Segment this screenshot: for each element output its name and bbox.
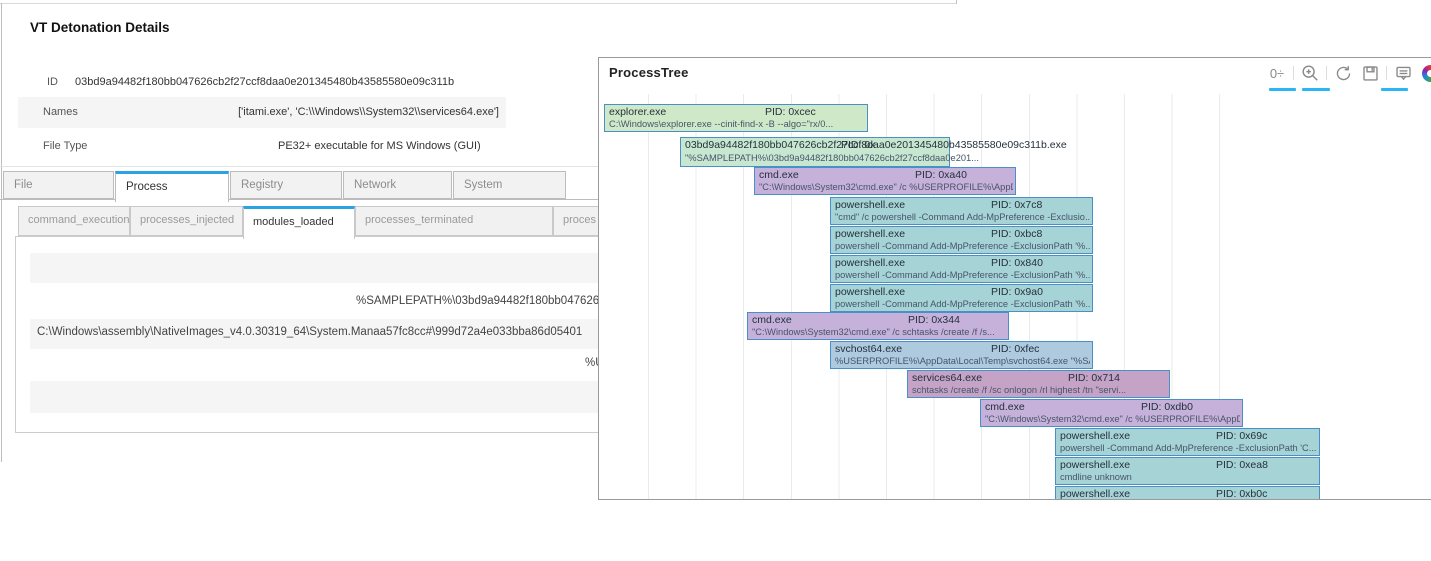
- process-tree-title: ProcessTree: [609, 65, 689, 80]
- process-node-powershell[interactable]: powershell.exe PID: 0x69c powershell -Co…: [1055, 428, 1320, 456]
- refresh-icon[interactable]: [1332, 62, 1354, 84]
- tabs-top-divider: [0, 166, 598, 167]
- tooltip-toggle-icon[interactable]: [1392, 62, 1414, 84]
- process-node-explorer[interactable]: explorer.exe PID: 0xcec C:\Windows\explo…: [604, 104, 868, 132]
- process-node-services[interactable]: services64.exe PID: 0x714 schtasks /crea…: [907, 370, 1170, 398]
- tab-registry[interactable]: Registry: [230, 171, 342, 199]
- toolbar-separator: [1293, 66, 1294, 80]
- toolbar-separator: [1386, 66, 1387, 80]
- filetype-label: File Type: [43, 140, 88, 152]
- active-tool-underline: [1381, 88, 1408, 91]
- subtab-modules-loaded[interactable]: modules_loaded: [243, 206, 355, 239]
- filetype-value: PE32+ executable for MS Windows (GUI): [278, 140, 481, 152]
- process-tree-panel: ProcessTree explorer.exe PID: 0xcec C:\W…: [598, 57, 1431, 500]
- process-node-powershell[interactable]: powershell.exe PID: 0xea8 cmdline unknow…: [1055, 457, 1320, 485]
- process-tree-toolbar: 0÷: [1266, 62, 1431, 84]
- names-value: ['itami.exe', 'C:\\Windows\\System32\\se…: [238, 106, 499, 118]
- process-node-powershell[interactable]: powershell.exe PID: 0x7c8 "cmd" /c power…: [830, 197, 1093, 225]
- process-node-cmd[interactable]: cmd.exe PID: 0xa40 "C:\Windows\System32\…: [754, 167, 1016, 195]
- process-node-powershell[interactable]: powershell.exe PID: 0x9a0 powershell -Co…: [830, 284, 1093, 312]
- process-node-sample[interactable]: 03bd9a94482f180bb047626cb2f27ccf8daa0e20…: [680, 137, 1067, 167]
- names-label: Names: [43, 106, 78, 118]
- tab-network[interactable]: Network: [343, 171, 452, 199]
- module-path: %SAMPLEPATH%\03bd9a94482f180bb047626cb2f…: [356, 295, 634, 307]
- subtab-processes-injected[interactable]: processes_injected: [130, 206, 243, 236]
- process-node-powershell[interactable]: powershell.exe PID: 0xb0c: [1055, 486, 1320, 499]
- save-icon[interactable]: [1359, 62, 1381, 84]
- tab-file[interactable]: File: [3, 171, 114, 199]
- toolbar-separator: [1326, 66, 1327, 80]
- subtab-processes-terminated[interactable]: processes_terminated: [355, 206, 553, 236]
- process-node-cmd[interactable]: cmd.exe PID: 0x344 "C:\Windows\System32\…: [747, 312, 1009, 340]
- tab-process[interactable]: Process: [115, 171, 229, 202]
- process-node-powershell[interactable]: powershell.exe PID: 0xbc8 powershell -Co…: [830, 226, 1093, 254]
- panel-left-border: [1, 3, 2, 462]
- page-title: VT Detonation Details: [30, 20, 170, 35]
- active-tool-underline: [1302, 88, 1330, 91]
- id-value: 03bd9a94482f180bb047626cb2f27ccf8daa0e20…: [75, 76, 455, 88]
- window-top-border: [0, 3, 956, 4]
- pid-toggle-icon[interactable]: 0÷: [1269, 65, 1285, 81]
- module-path: C:\Windows\assembly\NativeImages_v4.0.30…: [37, 326, 583, 338]
- subtab-command-executions[interactable]: command_executions: [18, 206, 130, 236]
- process-node-cmd[interactable]: cmd.exe PID: 0xdb0 "C:\Windows\System32\…: [980, 399, 1243, 427]
- tab-system[interactable]: System: [453, 171, 566, 199]
- color-wheel-icon[interactable]: [1419, 62, 1431, 84]
- window-border-tick: [956, 0, 957, 4]
- id-label: ID: [47, 76, 58, 88]
- zoom-in-icon[interactable]: [1299, 62, 1321, 84]
- process-node-powershell[interactable]: powershell.exe PID: 0x840 powershell -Co…: [830, 255, 1093, 283]
- process-node-svchost[interactable]: svchost64.exe PID: 0xfec %USERPROFILE%\A…: [830, 341, 1093, 369]
- active-tool-underline: [1269, 88, 1296, 91]
- names-row: [18, 97, 506, 128]
